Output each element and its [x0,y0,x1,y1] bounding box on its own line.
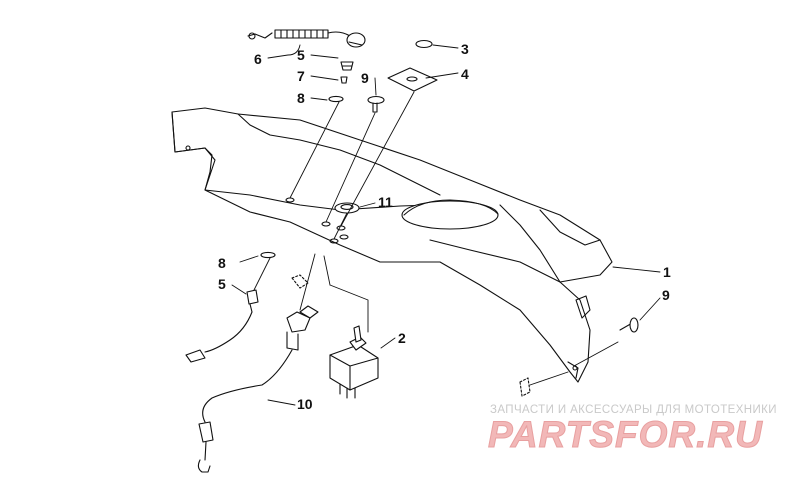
callout-8-lower: 8 [218,255,226,271]
callout-9-top: 9 [361,70,369,86]
sensor-part [185,289,259,363]
callout-2: 2 [398,330,406,346]
callout-7: 7 [297,68,305,84]
leader-lines [253,91,619,386]
callout-labels: 1 2 3 4 5 5 6 7 8 8 9 9 10 11 [218,41,671,412]
dash-panel-part [171,107,613,383]
screw-part-top [367,95,385,113]
callout-9-right: 9 [662,287,670,303]
watermark-brand: PARTSFOR.RU [488,414,763,456]
callout-leaders [231,44,661,406]
callout-4: 4 [461,66,469,82]
cap-part [340,61,354,71]
grommet-part [415,39,433,49]
toggle-switch-part [329,325,379,399]
spring-cable-part [247,29,366,48]
washer-part-top [328,95,344,103]
watermark-subtitle: ЗАПЧАСТИ И АКСЕССУАРЫ ДЛЯ МОТОТЕХНИКИ [490,404,777,416]
callout-5-top: 5 [297,47,305,63]
ignition-switch-part [197,305,319,473]
callout-10: 10 [297,396,313,412]
callout-3: 3 [461,41,469,57]
screw-part-right [619,317,639,333]
callout-6: 6 [254,51,262,67]
callout-8-top: 8 [297,90,305,106]
washer-part-lower [260,251,276,259]
callout-5-lower: 5 [218,276,226,292]
callout-1: 1 [663,264,671,280]
plate-part [387,67,438,92]
callout-11: 11 [378,194,393,210]
nut-part [340,76,348,84]
